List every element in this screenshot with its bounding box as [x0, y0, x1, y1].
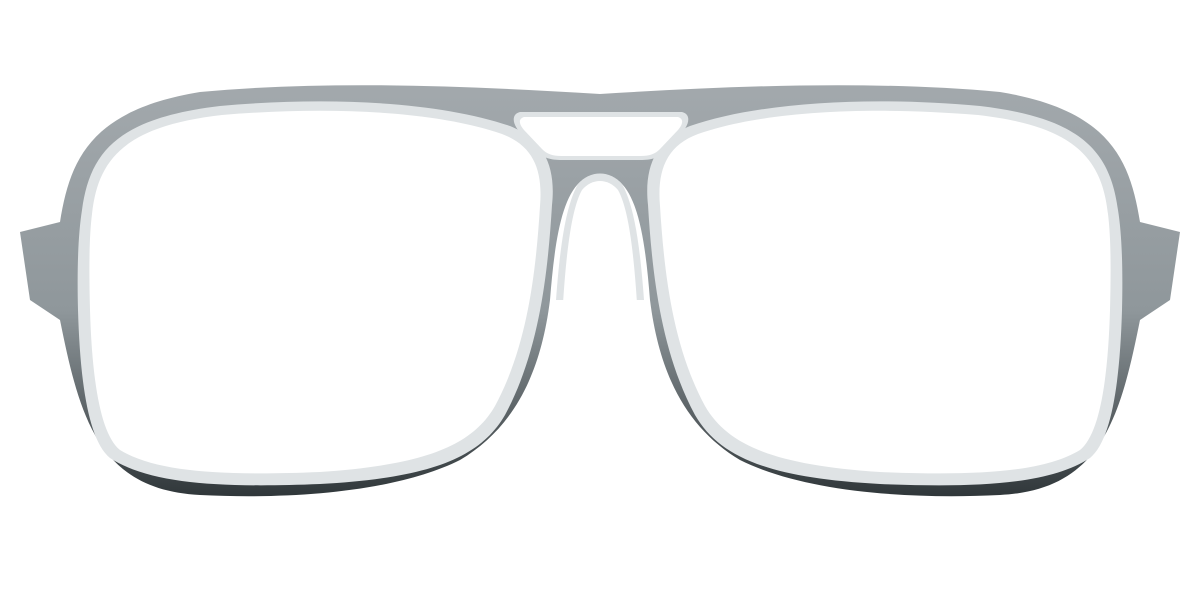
- nose-bridge-opening: [562, 181, 638, 320]
- top-bridge-opening: [519, 117, 683, 156]
- left-lens: [89, 110, 541, 474]
- background-below-bridge: [555, 300, 645, 600]
- right-lens: [659, 110, 1111, 474]
